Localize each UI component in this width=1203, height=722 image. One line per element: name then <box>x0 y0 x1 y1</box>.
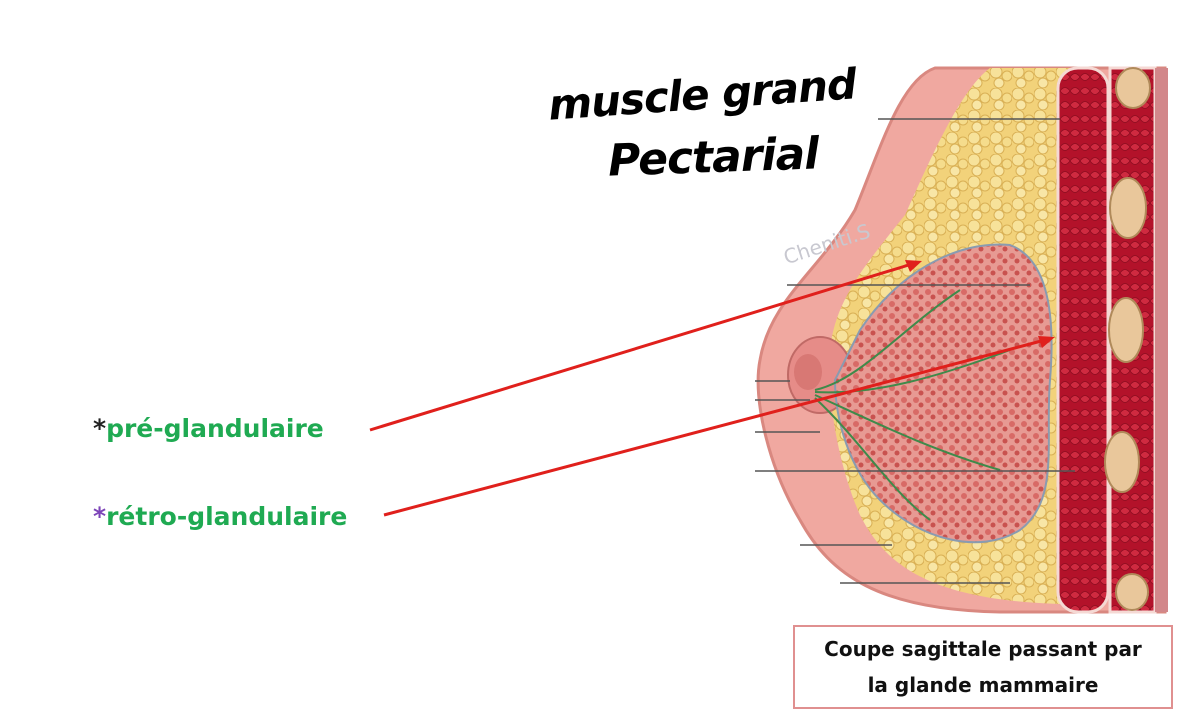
label-pre-star: * <box>93 414 107 443</box>
arrowhead-retro-glandular <box>1038 336 1055 348</box>
label-retro-glandulaire: *rétro-glandulaire <box>93 502 347 531</box>
label-pre-text: pré-glandulaire <box>106 414 324 443</box>
arrow-pre-glandular <box>369 262 913 432</box>
ribs <box>1104 67 1151 611</box>
label-pre-glandulaire: *pré-glandulaire <box>93 414 324 443</box>
arrowhead-pre-glandular <box>905 260 922 272</box>
label-retro-text: rétro-glandulaire <box>106 502 348 531</box>
handwritten-label-line2: Pectarial <box>607 128 820 187</box>
chest-wall-edge <box>1155 68 1168 612</box>
lactiferous-ducts <box>814 289 1011 521</box>
label-retro-star: * <box>93 502 107 531</box>
caption-box: Coupe sagittale passant par la glande ma… <box>793 625 1173 709</box>
annotation-arrows <box>369 260 1055 517</box>
pectoralis-major-muscle <box>1056 66 1110 614</box>
caption-line1: Coupe sagittale passant par <box>824 637 1142 661</box>
caption-line2: la glande mammaire <box>867 673 1099 697</box>
arrow-retro-glandular <box>383 338 1046 517</box>
leader-lines <box>755 118 1075 584</box>
mammary-gland-lobes <box>833 243 1053 544</box>
